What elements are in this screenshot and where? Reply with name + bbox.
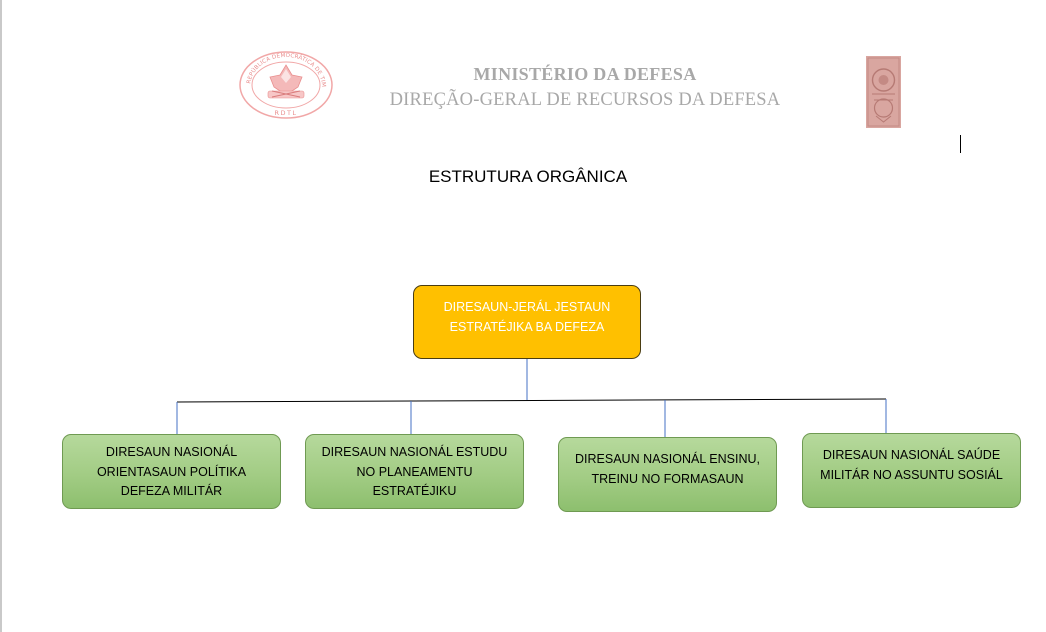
- org-node-root-label: DIRESAUN-JERÁL JESTAUN ESTRATÉJIKA BA DE…: [443, 300, 611, 334]
- text-cursor: [960, 135, 961, 153]
- ministry-name: MINISTÉRIO DA DEFESA: [473, 64, 697, 84]
- seal-abbreviation: RDTL: [274, 109, 297, 117]
- org-node-root: DIRESAUN-JERÁL JESTAUN ESTRATÉJIKA BA DE…: [413, 285, 641, 359]
- page-title: ESTRUTURA ORGÂNICA: [428, 167, 628, 186]
- org-node-label: DIRESAUN NASIONÁL ESTUDU NO PLANEAMENTU …: [321, 445, 508, 498]
- org-node-child-1: DIRESAUN NASIONÁL ORIENTASAUN POLÍTIKA D…: [62, 434, 281, 509]
- org-node-label: DIRESAUN NASIONÁL ORIENTASAUN POLÍTIKA D…: [96, 445, 247, 498]
- national-seal-logo: REPÚBLICA DEMOCRÁTICA DE TIMOR-LESTE RDT…: [238, 47, 333, 119]
- org-node-label: DIRESAUN NASIONÁL ENSINU, TREINU NO FORM…: [575, 452, 760, 486]
- org-node-child-4: DIRESAUN NASIONÁL SAÚDE MILITÁR NO ASSUN…: [802, 433, 1021, 508]
- directorate-name: DIREÇÃO-GERAL DE RECURSOS DA DEFESA: [389, 90, 781, 110]
- page-edge-rule: [0, 0, 2, 632]
- org-node-child-2: DIRESAUN NASIONÁL ESTUDU NO PLANEAMENTU …: [305, 434, 524, 509]
- connector-horizontal-bar: [176, 398, 887, 403]
- org-node-label: DIRESAUN NASIONÁL SAÚDE MILITÁR NO ASSUN…: [820, 448, 1003, 482]
- ministry-crest-logo: [866, 56, 901, 128]
- org-node-child-3: DIRESAUN NASIONÁL ENSINU, TREINU NO FORM…: [558, 437, 777, 512]
